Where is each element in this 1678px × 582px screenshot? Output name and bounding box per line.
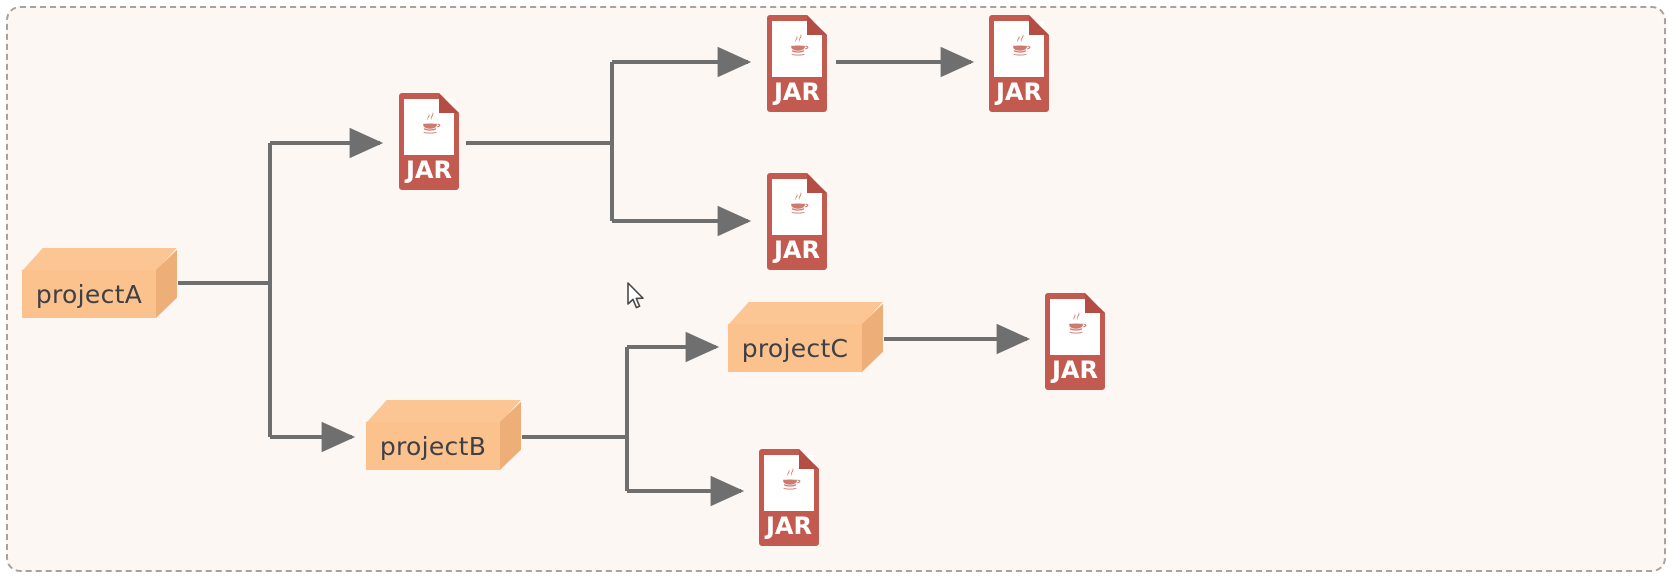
node-jar-c1[interactable]: JAR xyxy=(1040,290,1110,390)
jar-file-icon: JAR xyxy=(767,15,827,112)
jar-label: JAR xyxy=(404,156,452,184)
box-front-face: projectA xyxy=(22,270,156,318)
jar-label: JAR xyxy=(1050,356,1098,384)
box-front-face: projectC xyxy=(728,324,862,372)
jar-label: JAR xyxy=(772,78,820,106)
node-jar-t2[interactable]: JAR xyxy=(984,12,1054,112)
node-jar-m1[interactable]: JAR xyxy=(762,170,832,270)
mouse-cursor xyxy=(626,282,648,312)
node-jar-t1[interactable]: JAR xyxy=(762,12,832,112)
box-top-face xyxy=(728,302,883,325)
node-projectA[interactable]: projectA xyxy=(22,248,177,318)
jar-label: JAR xyxy=(994,78,1042,106)
node-projectC[interactable]: projectC xyxy=(728,302,883,372)
box-front-face: projectB xyxy=(366,422,500,470)
node-label-projectA: projectA xyxy=(35,279,143,309)
node-jar-a1[interactable]: JAR xyxy=(394,90,464,190)
node-label-projectB: projectB xyxy=(379,431,487,461)
node-jar-b1[interactable]: JAR xyxy=(754,446,824,546)
jar-file-icon: JAR xyxy=(759,449,819,546)
jar-file-icon: JAR xyxy=(399,93,459,190)
node-projectB[interactable]: projectB xyxy=(366,400,521,470)
node-label-projectC: projectC xyxy=(741,333,849,363)
jar-file-icon: JAR xyxy=(989,15,1049,112)
box-top-face xyxy=(366,400,521,423)
jar-label: JAR xyxy=(772,236,820,264)
jar-label: JAR xyxy=(764,512,812,540)
arrow-pointer-icon xyxy=(627,282,644,309)
diagram-board xyxy=(6,6,1666,572)
box-top-face xyxy=(22,248,177,271)
jar-file-icon: JAR xyxy=(767,173,827,270)
jar-file-icon: JAR xyxy=(1045,293,1105,390)
